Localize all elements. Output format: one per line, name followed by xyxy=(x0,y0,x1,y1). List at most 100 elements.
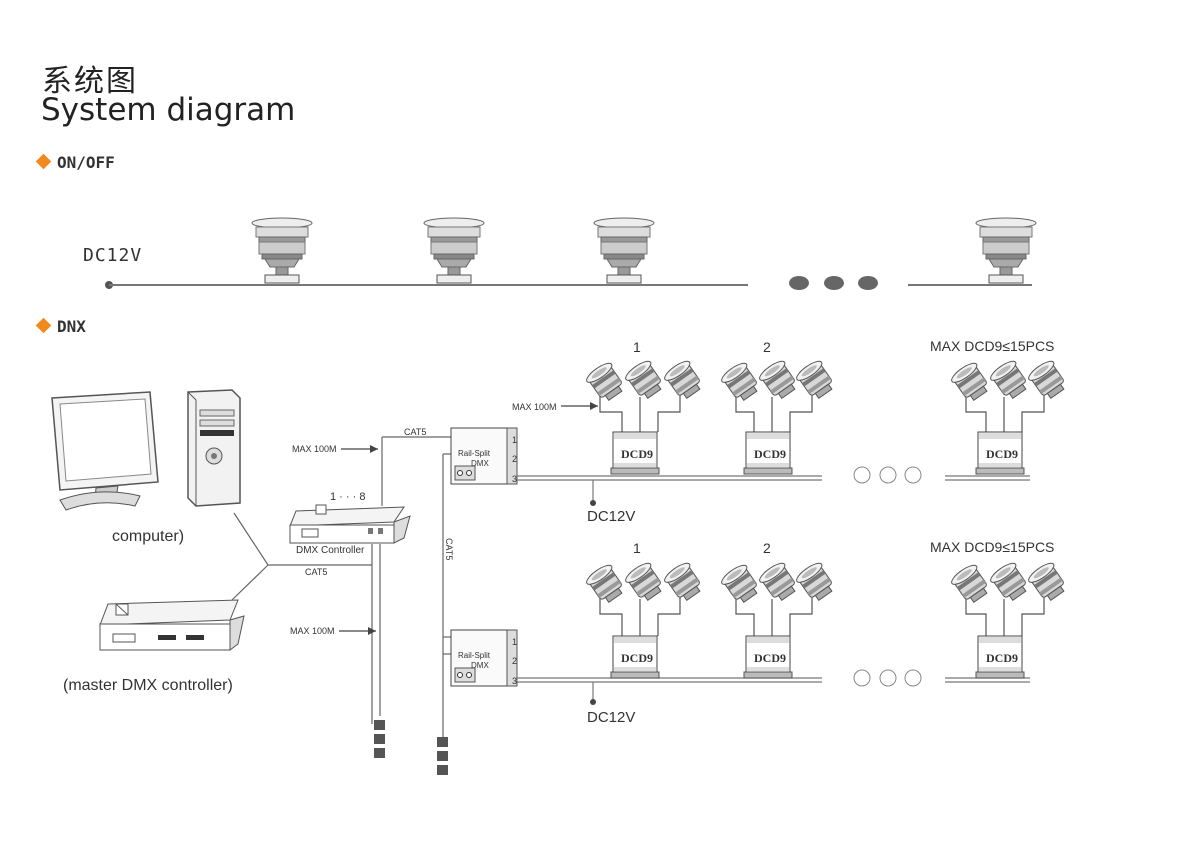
title-chinese: 系统图 xyxy=(42,64,138,99)
ellipsis-dot xyxy=(789,276,809,290)
downlight-fixture xyxy=(975,217,1037,284)
led-spotlight xyxy=(718,561,764,607)
master-dmx-controller-icon xyxy=(99,599,245,651)
distance-arrow: MAX 100M xyxy=(292,444,378,454)
section-onoff-label: ON/OFF xyxy=(57,153,115,172)
led-spotlight xyxy=(583,359,629,405)
group-number: 1 xyxy=(633,339,641,355)
distance-arrow: MAX 100M xyxy=(512,402,598,412)
title-english: System diagram xyxy=(41,92,296,128)
dcd9-driver: DCD9 xyxy=(975,431,1025,475)
cat5-vertical-label: CAT5 xyxy=(444,538,454,560)
rail-split-dmx-box: Rail-Split DMX xyxy=(450,629,518,687)
dcd9-driver: DCD9 xyxy=(743,431,793,475)
led-spotlight xyxy=(718,359,764,405)
max-quantity-label: MAX DCD9≤15PCS xyxy=(930,539,1054,555)
downlight-fixture xyxy=(251,217,313,284)
port-label: 3 xyxy=(512,474,517,484)
dcd9-driver: DCD9 xyxy=(975,635,1025,679)
rail-split-label: Rail-Split xyxy=(458,651,491,660)
rail-dmx-label: DMX xyxy=(471,459,489,468)
dcd9-label: DCD9 xyxy=(754,447,786,461)
section-dmx-header: DNX xyxy=(35,317,86,336)
ellipsis-dot xyxy=(904,669,922,687)
master-controller-label: (master DMX controller) xyxy=(63,677,233,694)
section-onoff-header: ON/OFF xyxy=(35,153,115,172)
led-spotlight xyxy=(793,357,839,403)
led-spotlight xyxy=(661,559,707,605)
group-number: 1 xyxy=(633,540,641,556)
computer-tower-icon xyxy=(187,389,241,507)
port-label: 1 xyxy=(512,435,517,445)
ellipsis-dot xyxy=(879,466,897,484)
downlight-fixture xyxy=(423,217,485,284)
dcd9-label: DCD9 xyxy=(986,447,1018,461)
power-node xyxy=(590,500,596,506)
port-label: 2 xyxy=(512,454,517,464)
computer-monitor-icon xyxy=(51,391,159,511)
dcd9-label: DCD9 xyxy=(621,447,653,461)
dmx-bus-line xyxy=(517,475,1030,503)
led-spotlight xyxy=(622,357,668,403)
computer-label: computer) xyxy=(112,528,184,545)
led-spotlight xyxy=(756,559,802,605)
rail-split-label: Rail-Split xyxy=(458,449,491,458)
dmx-controller-label: DMX Controller xyxy=(296,545,365,556)
onoff-supply-label: DC12V xyxy=(83,245,142,266)
max-distance-label: MAX 100M xyxy=(512,402,557,412)
led-spotlight xyxy=(987,357,1033,403)
port-label: 2 xyxy=(512,656,517,666)
led-spotlight xyxy=(793,559,839,605)
dcd9-driver: DCD9 xyxy=(743,635,793,679)
ellipsis-dot xyxy=(853,669,871,687)
dcd9-driver: DCD9 xyxy=(610,431,660,475)
led-spotlight xyxy=(948,359,994,405)
power-node xyxy=(590,699,596,705)
controller-ports-label: 1 · · · 8 xyxy=(330,491,365,503)
terminal-block-icon xyxy=(437,737,448,775)
led-spotlight xyxy=(987,559,1033,605)
ellipsis-dot xyxy=(853,466,871,484)
section-dmx-label: DNX xyxy=(57,317,86,336)
ellipsis-dot xyxy=(858,276,878,290)
ellipsis-dot xyxy=(879,669,897,687)
terminal-block-icon xyxy=(374,720,385,758)
led-spotlight xyxy=(622,559,668,605)
downlight-fixture xyxy=(593,217,655,284)
led-spotlight xyxy=(948,561,994,607)
rail-dmx-label: DMX xyxy=(471,661,489,670)
max-distance-label: MAX 100M xyxy=(290,626,335,636)
dmx-controller-icon xyxy=(289,504,411,544)
dcd9-label: DCD9 xyxy=(621,651,653,665)
rail-split-dmx-box: Rail-Split DMX xyxy=(450,427,518,485)
port-label: 1 xyxy=(512,637,517,647)
led-spotlight xyxy=(1025,559,1071,605)
ellipsis-dot xyxy=(824,276,844,290)
ellipsis-dot xyxy=(904,466,922,484)
cat5-label: CAT5 xyxy=(305,567,327,577)
supply-label: DC12V xyxy=(587,709,635,726)
light-group: DCD9 xyxy=(583,357,707,475)
port-label: 3 xyxy=(512,676,517,686)
supply-label: DC12V xyxy=(587,508,635,525)
led-spotlight xyxy=(661,357,707,403)
led-spotlight xyxy=(583,561,629,607)
dmx-bus-line xyxy=(517,677,1030,702)
light-group: DCD9 xyxy=(948,357,1071,475)
led-spotlight xyxy=(1025,357,1071,403)
light-group: DCD9 xyxy=(718,559,839,679)
led-spotlight xyxy=(756,357,802,403)
dcd9-label: DCD9 xyxy=(986,651,1018,665)
max-quantity-label: MAX DCD9≤15PCS xyxy=(930,338,1054,354)
max-distance-label: MAX 100M xyxy=(292,444,337,454)
cat5-label: CAT5 xyxy=(404,427,426,437)
distance-arrow: MAX 100M xyxy=(290,626,376,636)
light-group: DCD9 xyxy=(718,357,839,475)
group-number: 2 xyxy=(763,339,771,355)
light-group: DCD9 xyxy=(948,559,1071,679)
light-group: DCD9 xyxy=(583,559,707,679)
cat5-wiring xyxy=(231,436,452,740)
group-number: 2 xyxy=(763,540,771,556)
dcd9-label: DCD9 xyxy=(754,651,786,665)
